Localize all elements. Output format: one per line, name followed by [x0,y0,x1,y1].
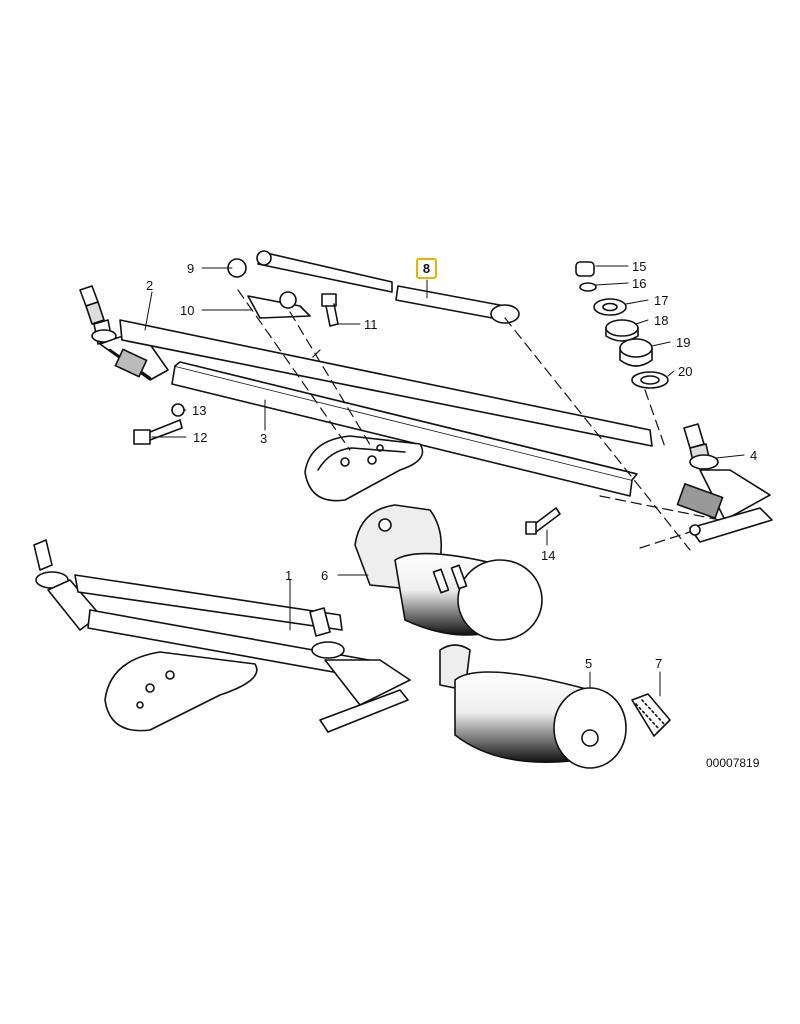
callout-16: 16 [632,276,646,291]
callout-19: 19 [676,335,690,350]
callout-9: 9 [187,261,194,276]
lower-right-spindle [309,607,411,733]
part-12-bolt [133,419,183,445]
highlight-box-8 [416,258,437,279]
motor-5 [439,644,627,769]
bushing-stack [575,261,669,389]
callout-8-highlighted[interactable]: 8 [422,261,431,276]
callout-3: 3 [260,431,267,446]
callout-4: 4 [750,448,757,463]
lower-linkage [33,539,411,733]
callout-12: 12 [193,430,207,445]
part-7-grommet [631,693,671,737]
callout-17: 17 [654,293,668,308]
callout-1: 1 [285,568,292,583]
upper-linkage [79,250,773,551]
part-14-bolt [525,507,561,535]
callout-14: 14 [541,548,555,563]
callout-15: 15 [632,259,646,274]
center-mount-plate [304,435,424,502]
callout-13: 13 [192,403,206,418]
callout-6: 6 [321,568,328,583]
linkage-rod-upper [119,319,653,447]
connecting-rod [256,250,520,324]
callout-2: 2 [146,278,153,293]
linkage-tube-lower [171,365,633,497]
callout-7: 7 [655,656,662,671]
callout-11: 11 [364,317,378,332]
lower-left-spindle [33,539,101,631]
motor-assembly-6 [354,504,543,641]
assembly-lines [237,289,721,551]
catalog-number: 00007819 [706,756,760,770]
part-11-bolt [321,293,339,327]
callout-20: 20 [678,364,692,379]
callout-10: 10 [180,303,194,318]
leader-lines [144,265,745,697]
right-pivot-spindle [676,423,773,543]
part-13-nut [171,403,185,417]
callout-18: 18 [654,313,668,328]
part-10-bracket [247,295,311,319]
callout-5: 5 [585,656,592,671]
